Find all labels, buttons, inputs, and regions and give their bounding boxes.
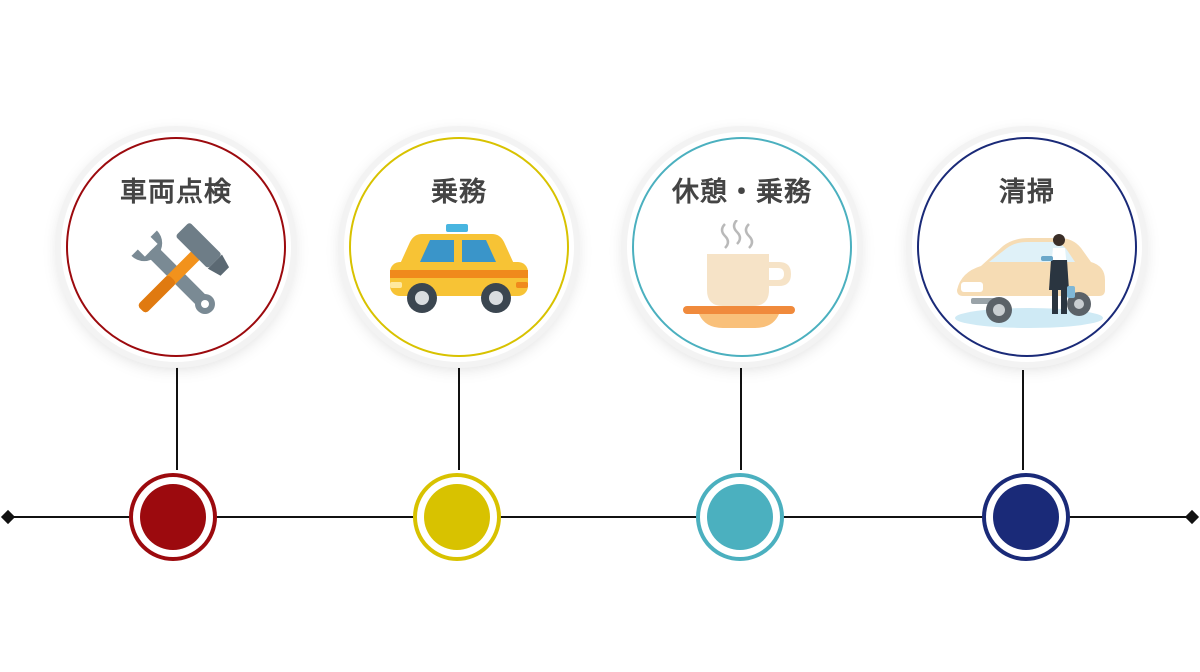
- marker-dot: [993, 484, 1059, 550]
- marker-dot: [140, 484, 206, 550]
- car-wash-icon: [955, 234, 1105, 328]
- step-label: 休憩・乗務: [672, 177, 812, 208]
- timeline-end-diamond: [1184, 509, 1200, 525]
- step-ring: [632, 137, 852, 357]
- step-label: 車両点検: [120, 177, 232, 208]
- tools-icon: [131, 223, 230, 314]
- timeline-marker-3: [696, 368, 784, 561]
- taxi-icon: [390, 224, 528, 313]
- timeline-start-diamond: [0, 509, 16, 525]
- marker-dot: [707, 484, 773, 550]
- timeline-marker-1: [129, 365, 217, 561]
- timeline-marker-2: [413, 365, 501, 561]
- step-ring: [66, 137, 286, 357]
- step-vehicle-inspection: 車両点検: [61, 132, 291, 362]
- step-driving-duty: 乗務: [344, 132, 574, 362]
- coffee-cup-icon: [683, 220, 795, 328]
- step-cleaning: 清掃: [912, 132, 1142, 362]
- step-break-and-duty: 休憩・乗務: [627, 132, 857, 362]
- timeline-marker-4: [982, 370, 1070, 561]
- step-label: 清掃: [999, 177, 1055, 208]
- step-label: 乗務: [431, 177, 487, 208]
- marker-dot: [424, 484, 490, 550]
